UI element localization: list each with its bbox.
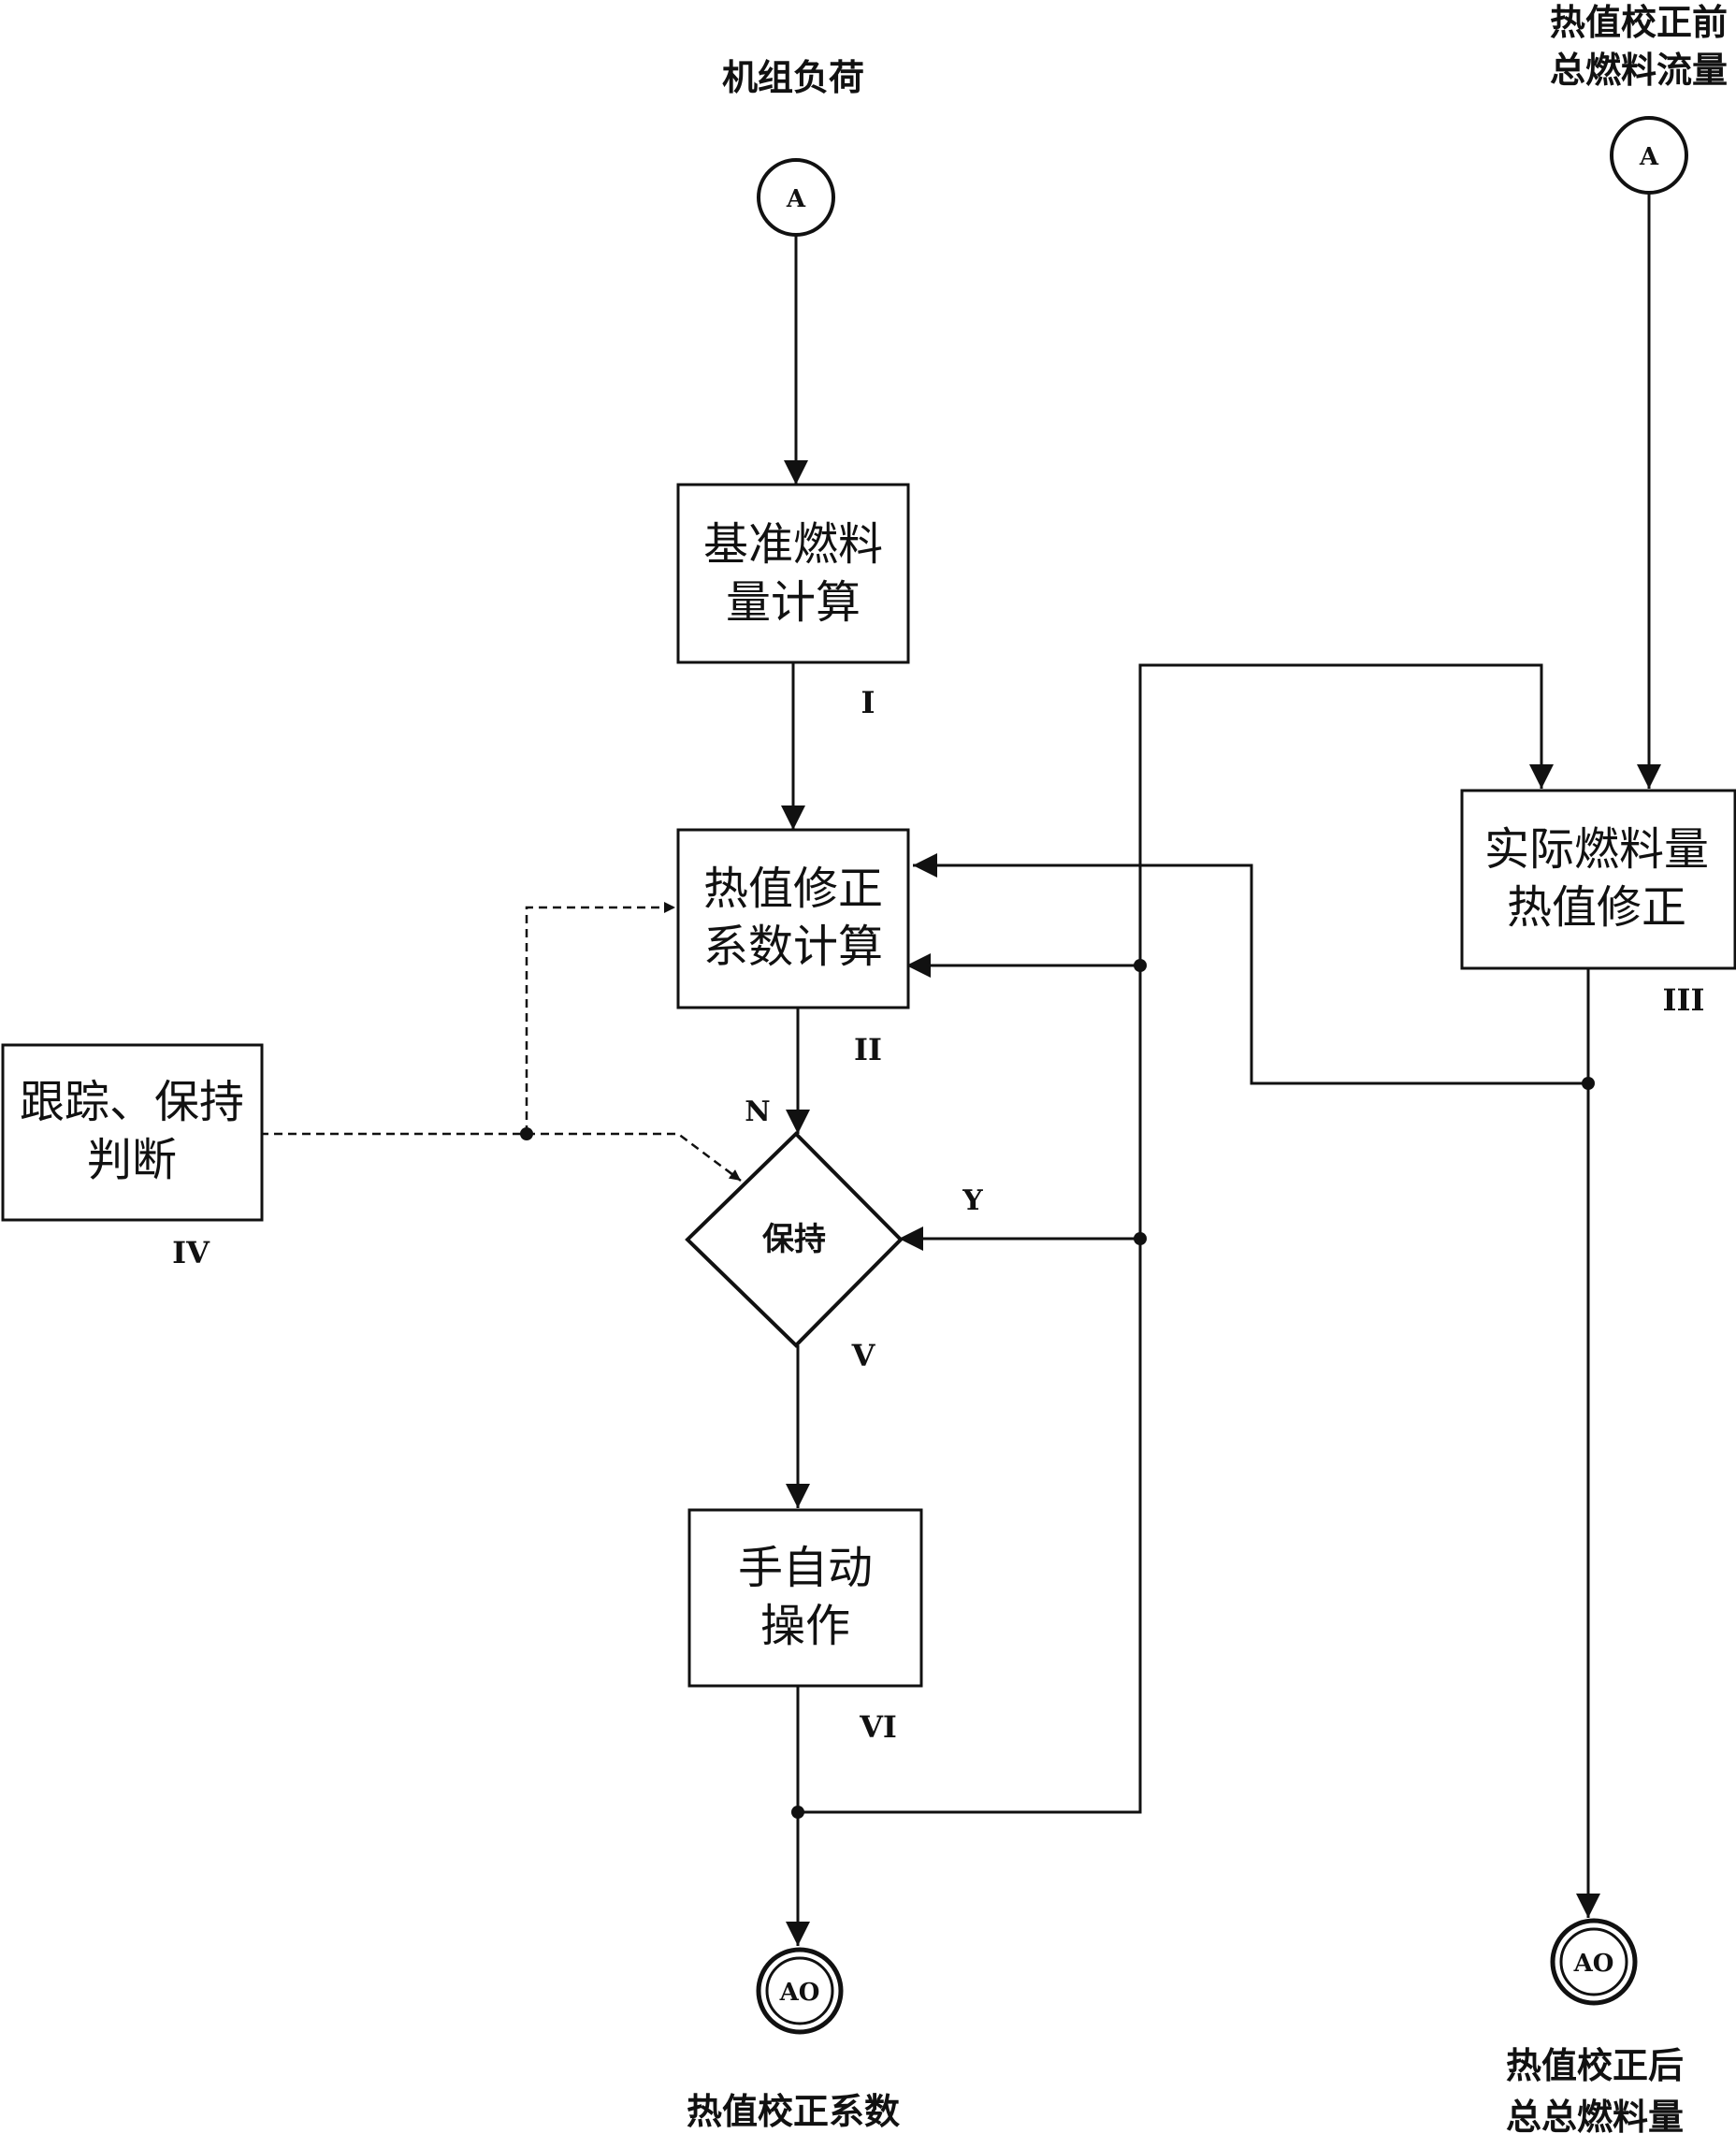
block-manual-auto-line1: 手自动	[738, 1542, 873, 1594]
block-track-hold-line1: 跟踪、保持	[20, 1076, 244, 1128]
unit-load-label: 机组负荷	[722, 56, 864, 98]
fuel-total-output-connector-label: AO	[1573, 1950, 1614, 1978]
tag-hv-coefficient: II	[854, 1032, 882, 1067]
block-hv-coefficient-line1: 热值修正	[703, 863, 883, 915]
block-track-hold: 跟踪、保持 判断	[1, 1043, 264, 1222]
tag-hold-decision: V	[851, 1338, 876, 1373]
block-baseline-fuel: 基准燃料 量计算	[676, 483, 910, 664]
junction-dot	[1134, 959, 1147, 972]
fuel-flow-before-label-line1: 热值校正前	[1550, 1, 1728, 43]
hv-coefficient-output-label: 热值校正系数	[687, 2090, 900, 2132]
tag-manual-auto: VI	[859, 1709, 897, 1745]
unit-load-connector-label: A	[786, 185, 806, 213]
junction-dots	[520, 959, 1595, 1819]
dashed-track-to-hold	[527, 1132, 742, 1183]
block-baseline-fuel-line1: 基准燃料	[703, 518, 883, 571]
tag-actual-fuel-correction: III	[1663, 982, 1705, 1018]
fuel-total-output-connector: AO	[1550, 1918, 1638, 2006]
decision-hold-yes-label: Y	[962, 1184, 983, 1217]
block-hv-coefficient-line2: 系数计算	[703, 921, 883, 973]
fuel-flow-before-connector-label: A	[1639, 143, 1659, 171]
tag-baseline-fuel: I	[861, 685, 875, 720]
connection-lines	[260, 193, 1661, 1946]
decision-hold-label: 保持	[762, 1221, 826, 1258]
block-manual-auto-line2: 操作	[760, 1600, 850, 1652]
hv-coefficient-output-connector: AO	[756, 1947, 844, 2035]
fuel-total-output-label-line1: 热值校正后	[1506, 2044, 1684, 2086]
dashed-track-to-coeff	[260, 902, 675, 1136]
hv-coefficient-output-connector-label: AO	[779, 1979, 820, 2007]
decision-hold-no-label: N	[745, 1096, 770, 1128]
block-hv-coefficient: 热值修正 系数计算	[676, 828, 910, 1009]
arrow-actual-correction-to-coeff	[913, 853, 1588, 1085]
fuel-flow-before-connector: A	[1610, 116, 1688, 195]
junction-dot	[1582, 1077, 1595, 1090]
block-baseline-fuel-line2: 量计算	[726, 576, 861, 629]
block-actual-fuel-correction-line2: 热值修正	[1507, 881, 1686, 934]
tag-track-hold: IV	[172, 1235, 210, 1270]
block-manual-auto: 手自动 操作	[687, 1508, 923, 1688]
unit-load-connector: A	[757, 158, 835, 237]
junction-dot	[791, 1806, 804, 1819]
block-actual-fuel-correction: 实际燃料量 热值修正	[1460, 789, 1736, 970]
junction-dot	[1134, 1232, 1147, 1245]
block-actual-fuel-correction-line1: 实际燃料量	[1484, 823, 1709, 876]
fuel-total-output-label-line2: 总总燃料量	[1506, 2096, 1684, 2138]
junction-dot	[520, 1127, 533, 1140]
fuel-flow-before-label-line2: 总燃料流量	[1550, 49, 1728, 91]
decision-hold: 保持	[685, 1131, 904, 1348]
block-track-hold-line2: 判断	[87, 1134, 177, 1186]
